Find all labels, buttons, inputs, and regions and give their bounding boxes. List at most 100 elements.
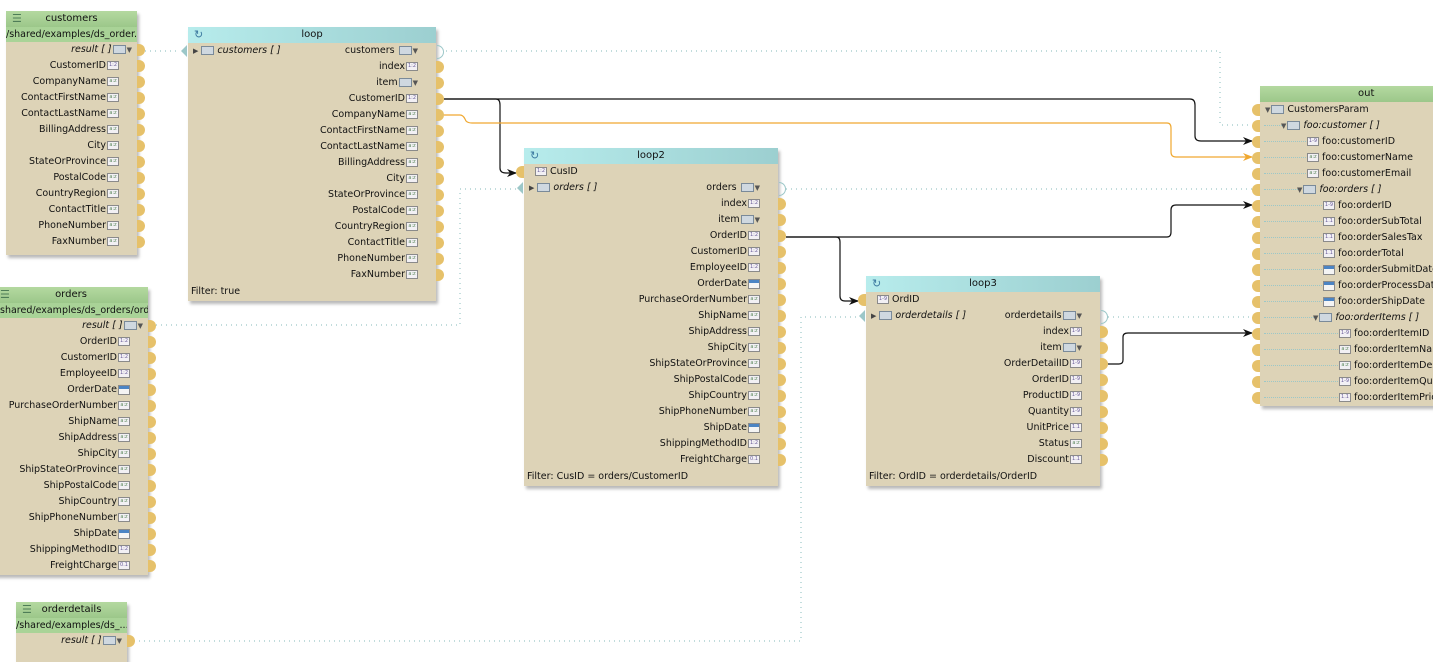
datasource-header[interactable]: ☰ orders <box>0 287 148 303</box>
output-tree-row[interactable]: 1.1 foo:orderSubTotal <box>1252 214 1433 230</box>
dropdown-icon[interactable]: ▼ <box>1076 344 1082 352</box>
collection-row[interactable]: ▶ orders [ ] orders ▼ <box>517 180 786 196</box>
input-port[interactable] <box>1252 136 1260 148</box>
output-port[interactable] <box>778 262 786 274</box>
output-port[interactable] <box>1100 326 1108 338</box>
output-port[interactable] <box>778 454 786 466</box>
input-port[interactable] <box>1252 152 1260 164</box>
loop-header[interactable]: ↻ loop <box>188 27 436 43</box>
output-port[interactable] <box>148 528 156 540</box>
output-tree-row[interactable]: 1-9 foo:orderID <box>1252 198 1433 214</box>
output-port[interactable] <box>137 124 145 136</box>
output-port[interactable] <box>148 432 156 444</box>
collapse-icon[interactable]: ▼ <box>1265 106 1271 114</box>
expand-icon[interactable]: ▶ <box>529 184 535 192</box>
output-port[interactable] <box>778 310 786 322</box>
output-port[interactable] <box>148 320 156 332</box>
output-port[interactable] <box>778 198 786 210</box>
input-port[interactable] <box>1252 328 1260 340</box>
output-port[interactable] <box>436 109 444 121</box>
output-port[interactable] <box>436 269 444 281</box>
output-port[interactable] <box>1100 374 1108 386</box>
output-port[interactable] <box>778 278 786 290</box>
dropdown-icon[interactable]: ▼ <box>412 79 418 87</box>
collapse-icon[interactable]: ▼ <box>1297 186 1303 194</box>
field-row[interactable]: OrderDate <box>524 276 786 292</box>
output-port[interactable] <box>137 188 145 200</box>
wire-orderid-to-ordid[interactable] <box>786 236 859 305</box>
input-port[interactable] <box>1252 168 1260 180</box>
datasource-orders[interactable]: ☰ orders shared/examples/ds_orders/ord..… <box>0 287 156 575</box>
output-port[interactable] <box>148 416 156 428</box>
input-port[interactable] <box>1252 200 1260 212</box>
output-port[interactable] <box>148 384 156 396</box>
result-row[interactable]: result [ ]▼ <box>0 318 156 334</box>
expand-icon[interactable]: ▶ <box>871 312 877 320</box>
input-port[interactable] <box>1252 360 1260 372</box>
output-port[interactable] <box>778 374 786 386</box>
input-port[interactable] <box>1252 296 1260 308</box>
loop-node[interactable]: ↻ loop ▶ customers [ ] customers ▼ index… <box>181 27 444 301</box>
input-port[interactable] <box>859 310 865 322</box>
output-port[interactable] <box>436 221 444 233</box>
datasource-header[interactable]: ☰ orderdetails <box>16 602 127 618</box>
output-port[interactable] <box>436 77 444 89</box>
loop3-node[interactable]: ↻ loop3 1-9 OrdID ▶ orderdetails [ ] ord… <box>858 276 1108 486</box>
output-port[interactable] <box>778 342 786 354</box>
field-row[interactable]: ShipDate <box>0 526 156 542</box>
output-port[interactable] <box>436 93 444 105</box>
output-tree-row[interactable]: 1-9 foo:orderItemQuantity <box>1252 374 1433 390</box>
output-tree-row[interactable]: 1.1 foo:orderSalesTax <box>1252 230 1433 246</box>
output-tree-row[interactable]: a:z foo:customerName <box>1252 150 1433 166</box>
output-port[interactable] <box>778 294 786 306</box>
output-port[interactable] <box>148 464 156 476</box>
collapse-icon[interactable]: ▼ <box>1313 314 1319 322</box>
output-port[interactable] <box>1100 342 1108 354</box>
output-port[interactable] <box>148 368 156 380</box>
output-port[interactable] <box>148 496 156 508</box>
output-port[interactable] <box>436 189 444 201</box>
output-tree-row[interactable]: 1.1 foo:orderTotal <box>1252 246 1433 262</box>
output-port[interactable] <box>148 480 156 492</box>
output-port[interactable] <box>1100 358 1108 370</box>
output-port[interactable] <box>778 422 786 434</box>
output-port[interactable] <box>436 237 444 249</box>
output-port[interactable] <box>148 400 156 412</box>
output-port[interactable] <box>436 253 444 265</box>
loop2-node[interactable]: ↻ loop2 1:2 CusID ▶ orders [ ] orders ▼ … <box>516 148 786 486</box>
output-port[interactable] <box>137 156 145 168</box>
input-port[interactable] <box>1252 216 1260 228</box>
datasource-header[interactable]: ☰ customers <box>6 11 137 27</box>
output-tree-row[interactable]: a:z foo:orderItemDesc <box>1252 358 1433 374</box>
output-port[interactable] <box>778 326 786 338</box>
output-tree-row[interactable]: ▼ foo:customer [ ] <box>1252 118 1433 134</box>
output-port[interactable] <box>778 406 786 418</box>
param-row[interactable]: 1:2 CusID <box>516 164 778 180</box>
output-tree-row[interactable]: foo:orderProcessDate <box>1252 278 1433 294</box>
input-port[interactable] <box>1252 376 1260 388</box>
loop-header[interactable]: ↻ loop2 <box>524 148 778 164</box>
output-node[interactable]: out ▼ CustomersParam▼ foo:customer [ ]1-… <box>1252 86 1433 406</box>
